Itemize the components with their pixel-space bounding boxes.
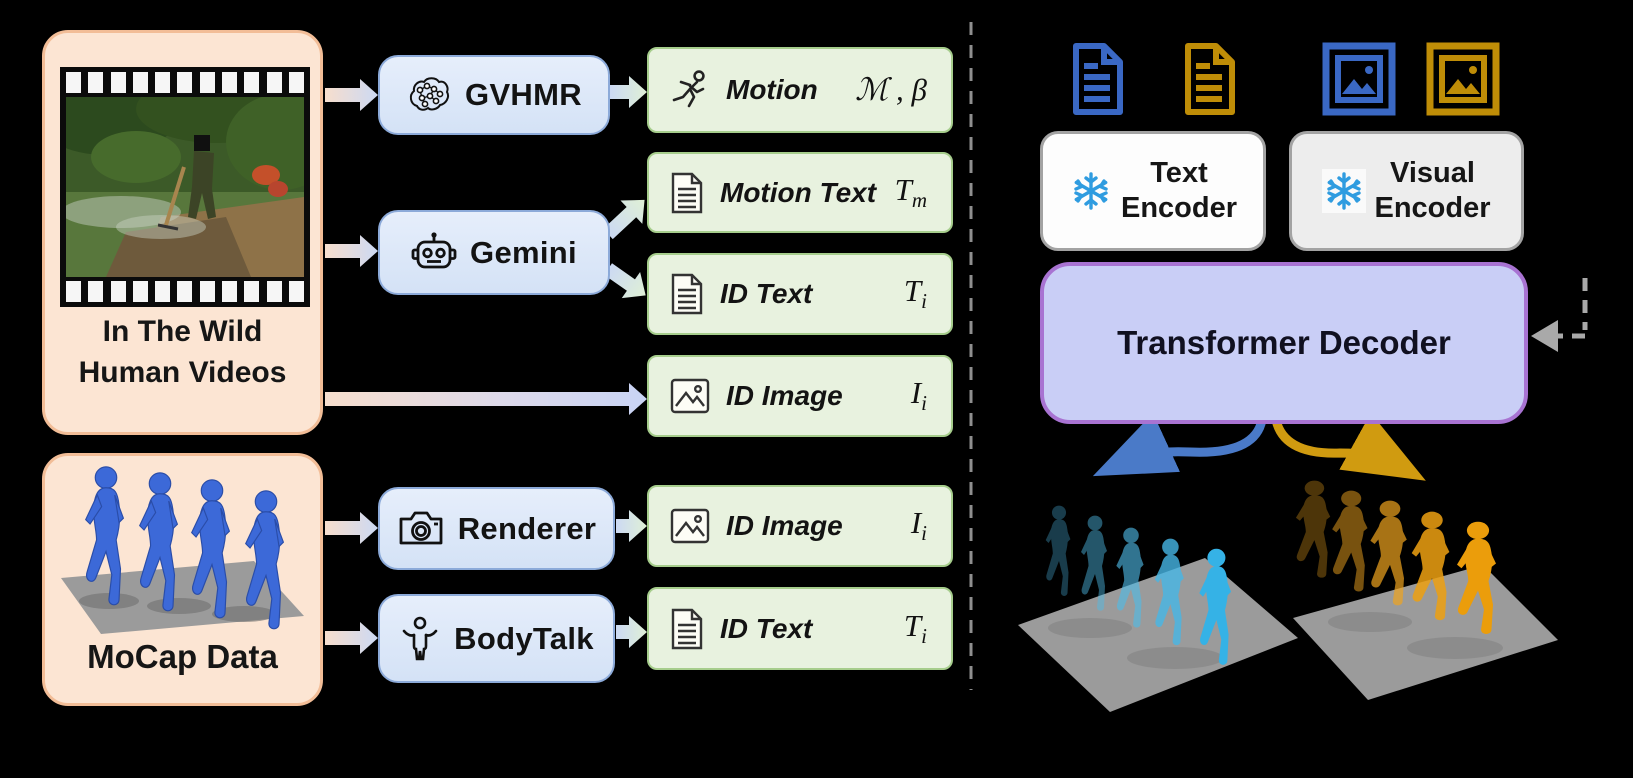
text-document-blue-icon — [1073, 43, 1123, 115]
arrow-videos-to-gemini — [325, 235, 378, 267]
video-filmstrip — [60, 67, 310, 307]
arrow-bodytalk-to-id-text — [616, 616, 647, 648]
arrow-gemini-to-id-text — [603, 263, 646, 299]
video-frame-garden-scene — [66, 97, 304, 277]
mocap-source-title: MoCap Data — [87, 638, 278, 675]
output-motion-text-label: Motion Text — [720, 176, 877, 208]
arrow-videos-to-id-image — [325, 383, 647, 415]
output-id-text-mocap-label: ID Text — [720, 612, 813, 644]
camera-icon — [399, 511, 443, 544]
document-icon — [671, 608, 703, 649]
processor-bodytalk: BodyTalk — [378, 594, 615, 683]
feedback-arrowhead — [1531, 320, 1558, 352]
arrow-mocap-to-bodytalk — [325, 622, 378, 654]
output-id-text-video: ID Text Ti — [647, 253, 953, 335]
output-id-text-mocap-symbol: Ti — [903, 607, 927, 649]
arrow-videos-to-gvhmr — [325, 79, 378, 111]
output-motion-symbol: ℳ , β — [855, 72, 927, 107]
video-source-card: In The Wild Human Videos — [42, 30, 323, 435]
text-document-gold-icon — [1185, 43, 1235, 115]
decoder-to-gold-motion-arrow — [1271, 413, 1426, 481]
processor-gvhmr: GVHMR — [378, 55, 610, 135]
output-motion: Motion ℳ , β — [647, 47, 953, 133]
processor-bodytalk-label: BodyTalk — [454, 620, 594, 656]
robot-icon — [411, 231, 457, 268]
processor-gemini: Gemini — [378, 210, 610, 295]
runner-icon — [672, 70, 705, 108]
output-motion-text-symbol: Tm — [894, 171, 927, 213]
generated-gold-motion-figures — [1293, 480, 1558, 700]
arrow-gvhmr-to-motion — [610, 76, 647, 108]
video-source-title-line1: In The Wild — [102, 315, 263, 348]
output-id-image-video: ID Image Ii — [647, 355, 953, 437]
document-icon — [671, 273, 703, 315]
person-icon — [402, 616, 438, 660]
filmstrip-sprockets-bottom — [66, 281, 304, 302]
output-id-text-mocap: ID Text Ti — [647, 587, 953, 670]
output-id-image-mocap-symbol: Ii — [910, 505, 927, 546]
image-blue-icon — [1322, 42, 1396, 116]
output-id-image-mocap-label: ID Image — [726, 510, 843, 541]
arrow-renderer-to-id-image — [616, 510, 647, 542]
transformer-decoder-box: Transformer Decoder — [1040, 262, 1528, 424]
output-id-image-video-symbol: Ii — [910, 375, 927, 416]
document-icon — [671, 172, 703, 213]
mocap-walking-figures — [61, 466, 304, 634]
image-gold-icon — [1426, 42, 1500, 116]
generated-blue-motion-figures — [1018, 505, 1298, 712]
output-id-image-mocap: ID Image Ii — [647, 485, 953, 567]
image-icon — [670, 508, 710, 544]
output-id-text-video-symbol: Ti — [903, 273, 927, 314]
brain-network-icon — [409, 77, 450, 111]
arrow-mocap-to-renderer — [325, 512, 378, 544]
output-motion-label: Motion — [726, 74, 818, 105]
output-id-image-video-label: ID Image — [726, 380, 843, 411]
mocap-source-card: MoCap Data — [42, 453, 323, 706]
decoder-to-blue-motion-arrow — [1092, 412, 1267, 477]
snowflake-icon — [1322, 169, 1367, 213]
processor-renderer-label: Renderer — [457, 510, 597, 546]
autoregressive-feedback-arrow — [1558, 278, 1588, 339]
output-id-text-video-label: ID Text — [720, 278, 813, 309]
transformer-decoder-label: Transformer Decoder — [1117, 324, 1451, 361]
image-icon — [670, 378, 710, 414]
processor-gemini-label: Gemini — [470, 234, 577, 270]
snowflake-icon — [1069, 169, 1113, 213]
filmstrip-sprockets-top — [66, 72, 304, 93]
processor-gvhmr-label: GVHMR — [465, 77, 582, 112]
arrow-gemini-to-motion-text — [603, 199, 645, 240]
output-motion-text: Motion Text Tm — [647, 152, 953, 233]
processor-renderer: Renderer — [378, 487, 615, 570]
video-source-title-line2: Human Videos — [78, 356, 287, 389]
